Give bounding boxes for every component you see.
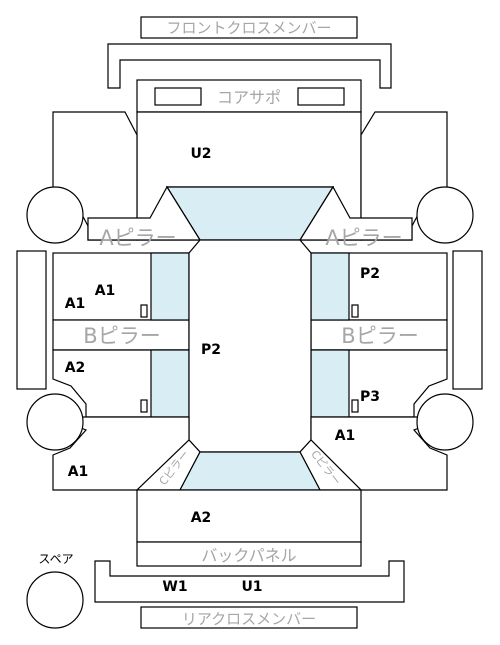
- door-handle-front-right: [351, 304, 359, 318]
- front-left-door-code-b: A1: [65, 296, 86, 312]
- rear-bumper: [94, 560, 405, 603]
- rear-bumper-code-right: U1: [241, 579, 262, 595]
- tire-rear-left: [26, 393, 84, 451]
- a-pillar-right: [298, 185, 413, 241]
- door-handle-rear-left: [140, 399, 148, 413]
- rear-window: [179, 451, 321, 491]
- a-pillar-left: [87, 185, 202, 241]
- front-bumper: [107, 43, 392, 89]
- rear-cross-member-label: リアクロスメンバー: [182, 610, 316, 628]
- rear-cross-member-box: [140, 606, 358, 629]
- spare-tire: [26, 571, 84, 629]
- rear-left-door-code: A2: [65, 360, 86, 376]
- rear-window-left: [150, 349, 190, 418]
- spare-label: スペア: [38, 552, 73, 566]
- core-support-left-slot: [154, 87, 202, 106]
- rear-right-door-code: P3: [360, 389, 380, 405]
- front-window-right: [310, 252, 350, 321]
- front-cross-member-label: フロントクロスメンバー: [166, 19, 331, 37]
- side-skirt-right: [452, 250, 483, 390]
- roof-code: P2: [201, 342, 221, 358]
- core-support-right-slot: [297, 87, 345, 106]
- hood-code: U2: [190, 146, 211, 162]
- front-right-door-code: P2: [360, 266, 380, 282]
- rear-window-right: [310, 349, 350, 418]
- rear-fender-right: [310, 416, 448, 491]
- left-rear-fender-code: A1: [68, 464, 89, 480]
- tire-rear-right: [416, 393, 474, 451]
- back-panel-label: バックパネル: [201, 546, 296, 565]
- b-pillar-right-label: Bピラー: [341, 324, 418, 348]
- a-pillar-left-label: Aピラー: [99, 226, 176, 250]
- trunk-code: A2: [191, 510, 212, 526]
- front-window-left: [150, 252, 190, 321]
- door-handle-front-left: [140, 304, 148, 318]
- core-support-label: コアサポ: [217, 88, 281, 107]
- tire-front-right: [416, 186, 474, 244]
- a-pillar-right-label: Aピラー: [325, 226, 402, 250]
- b-pillar-left-label: Bピラー: [83, 324, 160, 348]
- rear-fender-left: [52, 416, 190, 491]
- back-panel: [136, 541, 362, 567]
- door-handle-rear-right: [351, 399, 359, 413]
- rear-bumper-code-left: W1: [162, 579, 187, 595]
- side-skirt-left: [16, 250, 47, 390]
- trunk: [136, 489, 362, 543]
- front-cross-member-box: [140, 16, 358, 39]
- tire-front-left: [26, 186, 84, 244]
- front-left-door-code-a: A1: [95, 283, 116, 299]
- right-rear-fender-code: A1: [335, 428, 356, 444]
